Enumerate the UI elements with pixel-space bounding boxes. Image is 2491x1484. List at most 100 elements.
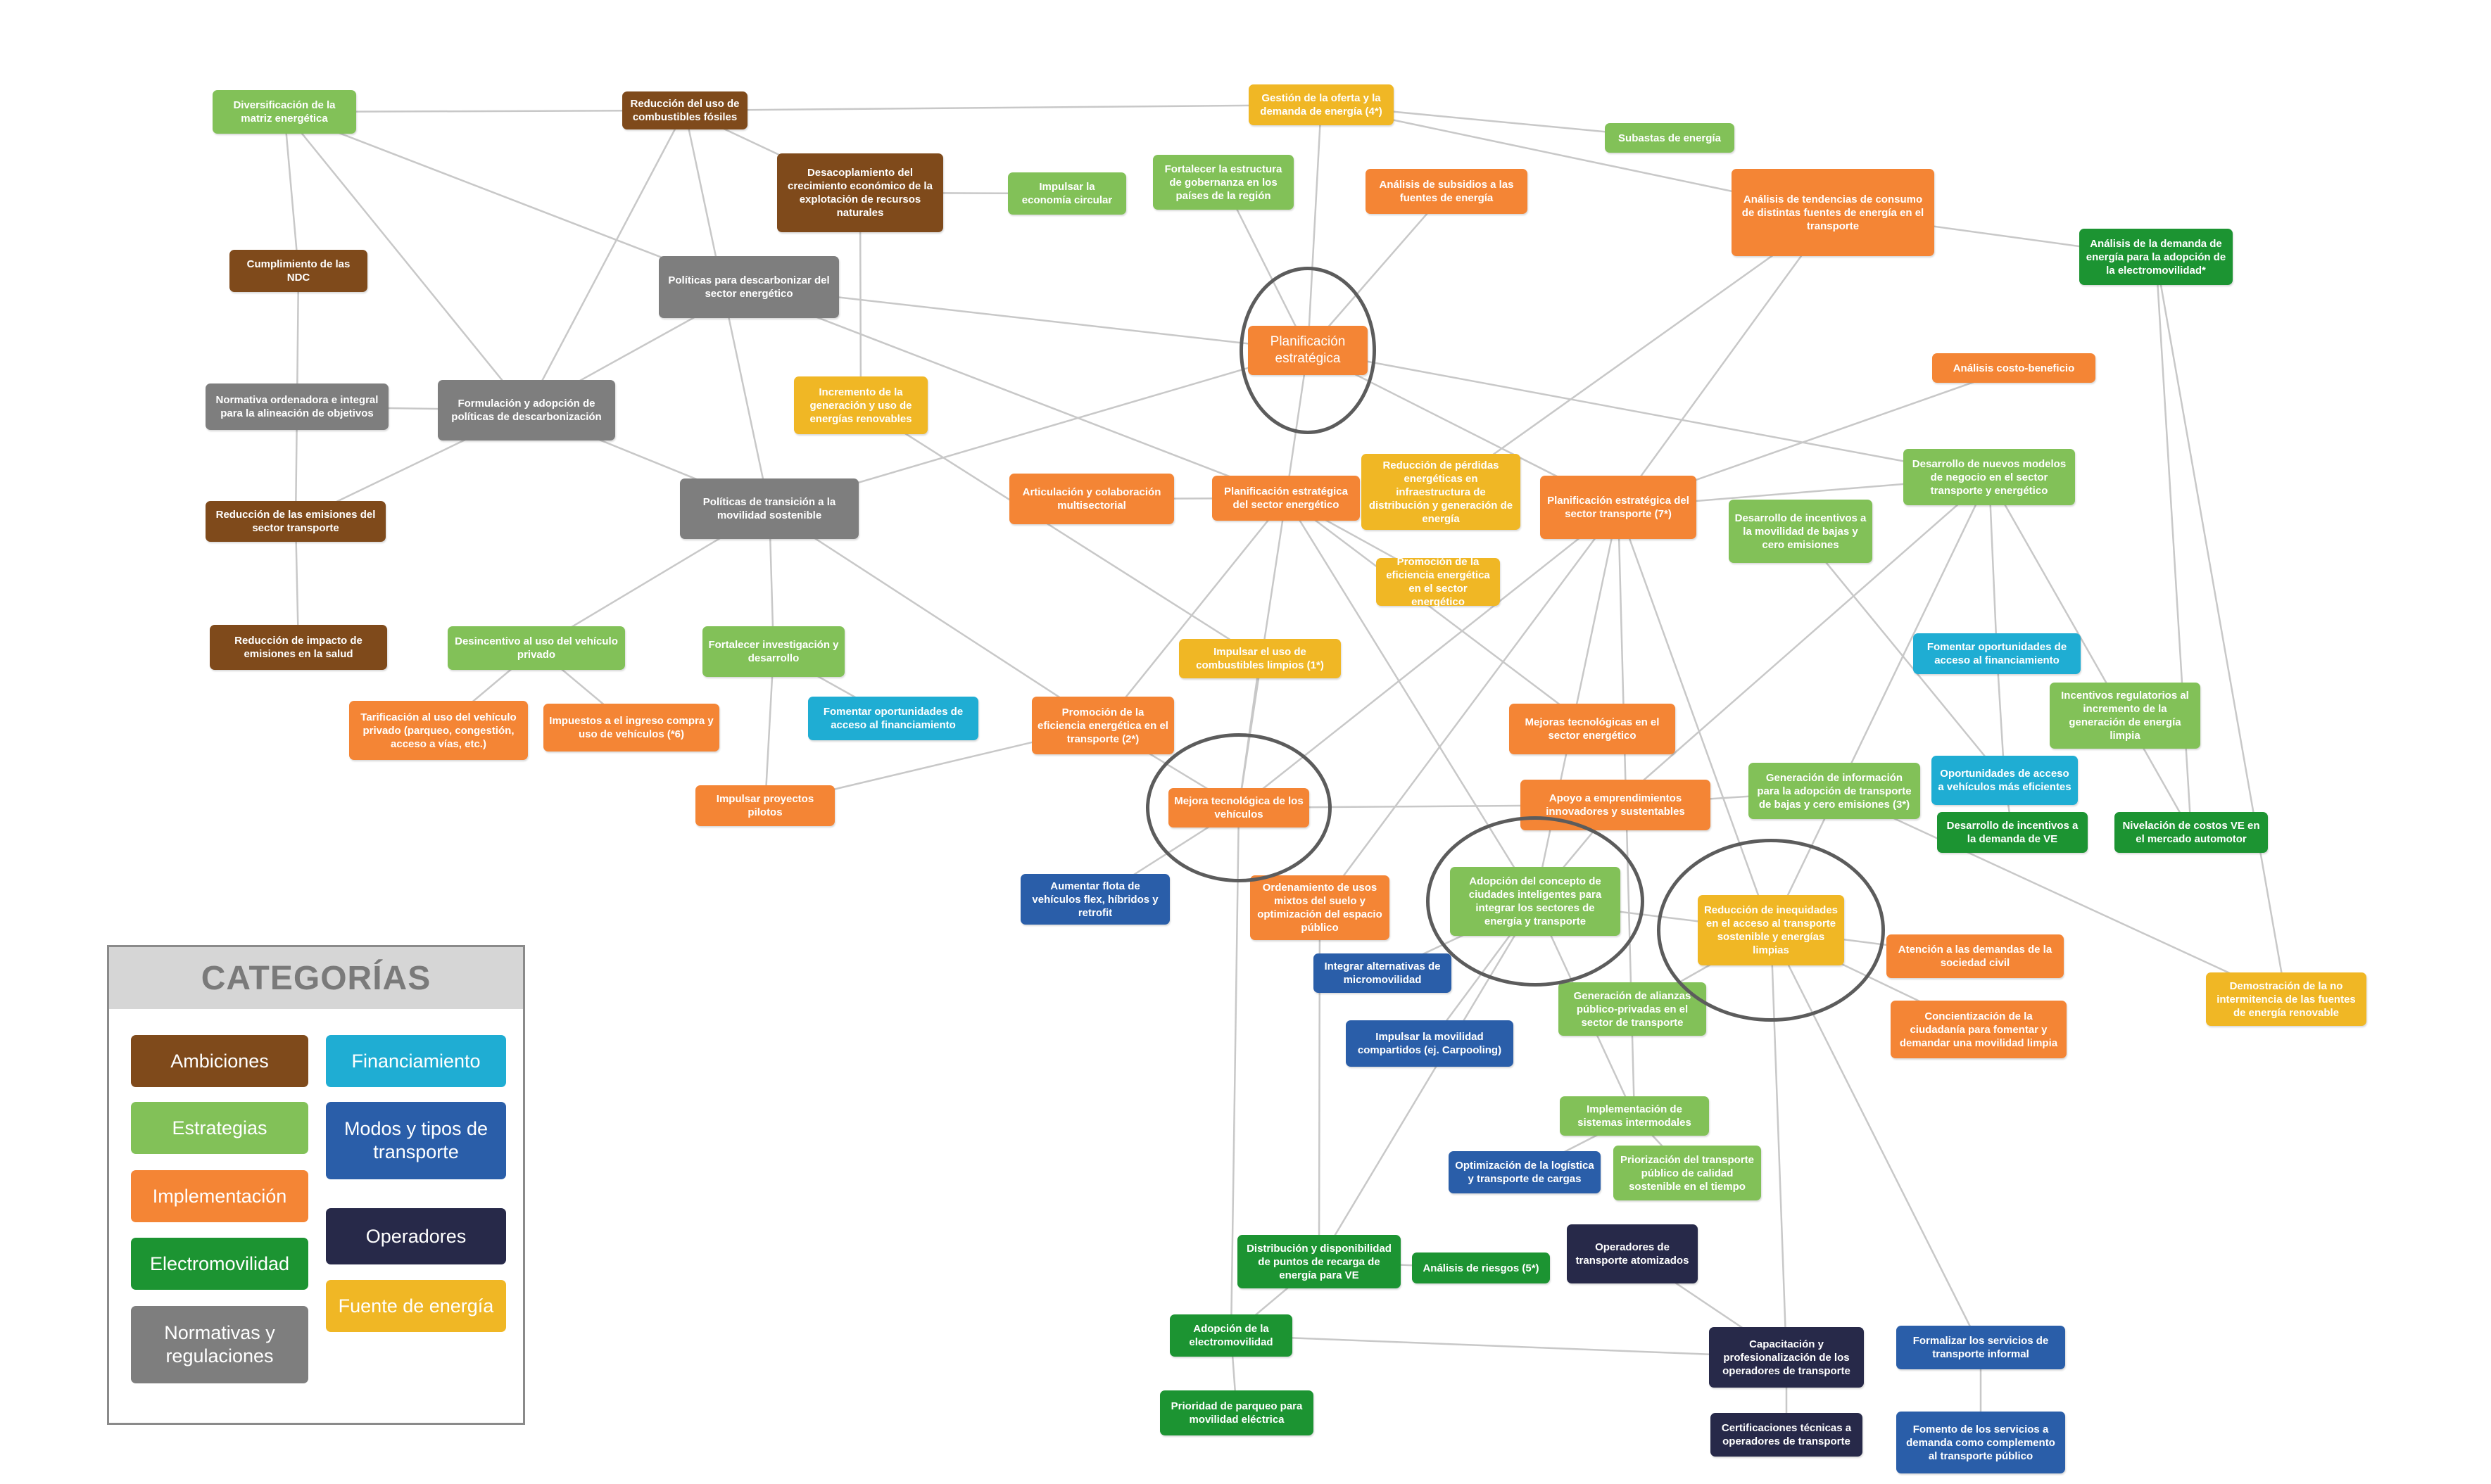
- edge-generacion_informacion-demostracion: [1834, 789, 2287, 1001]
- node-adopcion-electromovilidad: Adopción de la electromovilidad: [1170, 1314, 1292, 1357]
- edge-tendencias-reduccion_perdidas: [1440, 211, 1834, 493]
- node-plan-sector-energetico: Planificación estratégica del sector ene…: [1212, 476, 1360, 521]
- legend-item-financiamiento: Financiamiento: [326, 1035, 506, 1087]
- edge-adopcion_electromovilidad-capacitacion: [1230, 1334, 1787, 1359]
- legend-title: CATEGORÍAS: [109, 947, 523, 1009]
- edge-incentivos_movilidad-oport_vehiculos: [1800, 531, 2005, 781]
- edge-reduccion_combustibles-gestion_oferta: [684, 103, 1322, 112]
- node-capacitacion: Capacitación y profesionalización de los…: [1709, 1327, 1864, 1388]
- edge-nuevos_modelos-apoyo_emprendimientos: [1615, 476, 1990, 806]
- node-logistica: Optimización de la logística y transport…: [1449, 1151, 1601, 1193]
- highlight-ring-mejora-vehiculos: [1146, 733, 1332, 882]
- edge-planificacion_estrategica-politicas_transicion: [769, 349, 1308, 510]
- node-movilidad-compartida: Impulsar la movilidad compartidos (ej. C…: [1346, 1020, 1513, 1067]
- edge-incremento_renovables-combustibles_limpios: [860, 404, 1261, 660]
- node-articulacion: Articulación y colaboración multisectori…: [1009, 474, 1174, 524]
- node-subsidios: Análisis de subsidios a las fuentes de e…: [1366, 169, 1527, 214]
- edge-plan_sector_transporte-usos_mixtos: [1318, 507, 1620, 908]
- node-analisis-riesgos: Análisis de riesgos (5*): [1412, 1252, 1550, 1283]
- node-mejoras-tecnologicas: Mejoras tecnológicas en el sector energé…: [1509, 704, 1675, 754]
- legend-item-modos: Modos y tipos de transporte: [326, 1102, 506, 1179]
- node-reduccion-combustibles: Reducción del uso de combustibles fósile…: [622, 91, 748, 129]
- node-formulacion: Formulación y adopción de políticas de d…: [438, 380, 615, 440]
- node-normativa-ordenadora: Normativa ordenadora e integral para la …: [206, 383, 389, 430]
- node-tarificacion: Tarificación al uso del vehículo privado…: [349, 701, 528, 760]
- node-fomentar-oport-1: Fomentar oportunidades de acceso al fina…: [1913, 633, 2081, 674]
- node-oport-vehiculos: Oportunidades de acceso a vehículos más …: [1931, 756, 2078, 805]
- legend-item-implementacion: Implementación: [131, 1170, 308, 1222]
- edge-plan_sector_energetico-promocion_eficiencia_transporte: [1102, 497, 1287, 726]
- node-concientizacion: Concientización de la ciudadanía para fo…: [1891, 1001, 2067, 1058]
- legend-item-ambiciones: Ambiciones: [131, 1035, 308, 1087]
- node-usos-mixtos: Ordenamiento de usos mixtos del suelo y …: [1250, 875, 1389, 940]
- node-impulsar-pilotos: Impulsar proyectos pilotos: [695, 785, 835, 826]
- edge-nuevos_modelos-incentivos_regulatorios: [1988, 476, 2126, 716]
- edge-politicas_descarbonizar-planificacion_estrategica: [748, 286, 1308, 352]
- node-impuestos: Impuestos a el ingreso compra y uso de v…: [543, 704, 719, 751]
- node-formalizar: Formalizar los servicios de transporte i…: [1896, 1326, 2065, 1369]
- node-gestion-oferta: Gestión de la oferta y la demanda de ene…: [1249, 84, 1394, 125]
- node-nuevos-modelos: Desarrollo de nuevos modelos de negocio …: [1903, 449, 2075, 505]
- edge-mejora_vehiculos-adopcion_electromovilidad: [1230, 807, 1240, 1336]
- node-nivelacion-costos: Nivelación de costos VE en el mercado au…: [2114, 812, 2268, 853]
- edge-politicas_transicion-promocion_eficiencia_transporte: [769, 507, 1104, 727]
- legend-item-normativas: Normativas y regulaciones: [131, 1306, 308, 1383]
- node-incentivos-ve: Desarrollo de incentivos a la demanda de…: [1937, 812, 2088, 853]
- node-politicas-descarbonizar: Políticas para descarbonizar del sector …: [659, 256, 839, 318]
- node-tendencias: Análisis de tendencias de consumo de dis…: [1732, 169, 1934, 256]
- edge-tendencias-plan_sector_transporte: [1617, 212, 1834, 508]
- edge-planificacion_estrategica-nuevos_modelos: [1307, 349, 1990, 478]
- highlight-ring-planificacion-estrategica: [1240, 267, 1376, 434]
- node-prioridad-parqueo: Prioridad de parqueo para movilidad eléc…: [1160, 1390, 1313, 1435]
- edge-nuevos_modelos-fomentar_oport_1: [1988, 476, 1998, 654]
- edge-demanda_energia-demostracion: [2155, 256, 2288, 1000]
- node-combustibles-limpios: Impulsar el uso de combustibles limpios …: [1179, 639, 1341, 678]
- node-fomento-servicios: Fomento de los servicios a demanda como …: [1896, 1412, 2065, 1473]
- highlight-ring-inequidades: [1657, 839, 1885, 1022]
- node-reduccion-perdidas: Reducción de pérdidas energéticas en inf…: [1361, 454, 1520, 530]
- node-certificaciones: Certificaciones técnicas a operadores de…: [1710, 1413, 1862, 1457]
- node-ndc: Cumplimiento de las NDC: [229, 250, 367, 292]
- node-incentivos-regulatorios: Incentivos regulatorios al incremento de…: [2050, 683, 2200, 749]
- node-desacoplamiento: Desacoplamiento del crecimiento económic…: [777, 153, 943, 232]
- node-politicas-transicion: Políticas de transición a la movilidad s…: [680, 478, 859, 539]
- highlight-ring-ciudades-inteligentes: [1426, 816, 1644, 987]
- node-priorizacion: Priorización del transporte público de c…: [1613, 1146, 1761, 1200]
- node-desincentivo: Desincentivo al uso del vehículo privado: [448, 626, 625, 670]
- node-subastas: Subastas de energía: [1605, 123, 1734, 153]
- node-economia-circular: Impulsar la economía circular: [1008, 172, 1126, 215]
- node-promocion-eficiencia-sector: Promoción de la eficiencia energética en…: [1376, 556, 1500, 608]
- node-operadores-atomizados: Operadores de transporte atomizados: [1567, 1224, 1698, 1283]
- edge-reduccion_combustibles-formulacion: [525, 110, 686, 411]
- edge-diversificacion-ndc: [283, 111, 300, 272]
- node-diversificacion: Diversificación de la matriz energética: [213, 90, 356, 134]
- node-incremento-renovables: Incremento de la generación y uso de ene…: [794, 376, 928, 434]
- node-promocion-eficiencia-transporte: Promoción de la eficiencia energética en…: [1032, 697, 1174, 754]
- node-impacto-salud: Reducción de impacto de emisiones en la …: [210, 625, 387, 670]
- node-plan-sector-transporte: Planificación estratégica del sector tra…: [1540, 476, 1696, 539]
- node-demostracion: Demostración de la no intermitencia de l…: [2206, 972, 2366, 1026]
- legend-item-estrategias: Estrategias: [131, 1102, 308, 1154]
- legend-item-electromovilidad: Electromovilidad: [131, 1238, 308, 1290]
- node-atencion-demandas: Atención a las demandas de la sociedad c…: [1886, 934, 2064, 978]
- edge-investigacion-impulsar_pilotos: [764, 651, 775, 806]
- node-investigacion: Fortalecer investigación y desarrollo: [702, 626, 845, 677]
- node-incentivos-movilidad: Desarrollo de incentivos a la movilidad …: [1729, 500, 1872, 563]
- node-alianzas: Generación de alianzas público-privadas …: [1558, 982, 1706, 1036]
- node-costo-beneficio: Análisis costo-beneficio: [1932, 353, 2095, 383]
- node-demanda-energia: Análisis de la demanda de energía para l…: [2079, 229, 2233, 285]
- node-sistemas-intermodales: Implementación de sistemas intermodales: [1560, 1096, 1709, 1136]
- edge-plan_sector_energetico-mejoras_tecnologicas: [1285, 497, 1593, 730]
- node-generacion-informacion: Generación de información para la adopci…: [1748, 763, 1920, 819]
- node-micromovilidad: Integrar alternativas de micromovilidad: [1313, 953, 1451, 993]
- legend-item-fuente: Fuente de energía: [326, 1280, 506, 1332]
- node-reduccion-emisiones: Reducción de las emisiones del sector tr…: [206, 501, 386, 542]
- edge-diversificacion-formulacion: [284, 111, 527, 411]
- legend-item-operadores: Operadores: [326, 1208, 506, 1264]
- node-distribucion-recarga: Distribución y disponibilidad de puntos …: [1237, 1235, 1401, 1288]
- node-fomentar-oport-2: Fomentar oportunidades de acceso al fina…: [808, 697, 978, 740]
- node-flota-flex: Aumentar flota de vehículos flex, híbrid…: [1021, 874, 1170, 925]
- node-gobernanza: Fortalecer la estructura de gobernanza e…: [1153, 155, 1294, 210]
